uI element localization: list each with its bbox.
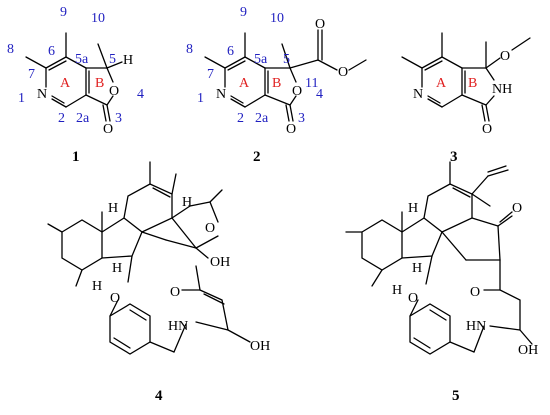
c2-atom-o-ester2: O [338,65,348,80]
c2-num-2: 2 [237,111,244,126]
c2-num-1: 1 [197,91,204,106]
c1-num-6: 6 [48,44,55,59]
c2-atom-o-ring: O [292,84,302,99]
c3-atom-o-methoxy: O [500,49,510,64]
c1-atom-o-ring: O [109,84,119,99]
c1-num-3: 3 [115,111,122,126]
compound-2-structure: 9 10 8 6 5a 5 7 4 1 2 2a 3 11 A B N O O … [186,5,367,165]
c2-num-3: 3 [298,111,305,126]
compound-5-label: 5 [452,388,460,404]
c2-atom-o-carbonyl: O [286,122,296,137]
c1-num-10: 10 [91,11,105,26]
c1-ring-a: A [60,76,71,91]
c1-num-5a: 5a [75,52,89,67]
c4-atom-o-ring: O [205,221,215,236]
c1-ring-b: B [95,76,104,91]
c2-num-5a: 5a [254,52,268,67]
compound-4-label: 4 [155,388,163,404]
c4-atom-h1: H [108,201,118,216]
c2-num-7: 7 [207,67,214,82]
c1-num-1: 1 [18,91,25,106]
c4-atom-h2: H [112,261,122,276]
compound-4-structure: O OH O O HN OH H H H H 4 [47,161,270,404]
c5-atom-h3: H [392,283,402,298]
c1-num-8: 8 [7,42,14,57]
c4-atom-h3: H [92,279,102,294]
c5-atom-o-ether: O [408,291,418,306]
c2-atom-o-ester1: O [315,17,325,32]
c3-ring-b: B [468,76,477,91]
c5-atom-hn: HN [466,319,486,334]
c1-num-7: 7 [28,67,35,82]
c5-atom-o-ketone: O [512,201,522,216]
c4-atom-o-amide: O [170,285,180,300]
c2-num-11: 11 [305,76,318,91]
c2-num-4: 4 [316,87,323,102]
c1-num-4: 4 [137,87,144,102]
c5-atom-o-amide: O [470,285,480,300]
compound-5-structure: O O O HN OH H H H 5 [345,161,538,404]
c2-num-9: 9 [240,5,247,20]
c1-atom-n: N [37,87,47,102]
c5-atom-h2: H [412,261,422,276]
c2-ring-a: A [239,76,250,91]
compound-3-label: 3 [450,149,458,165]
c2-num-6: 6 [227,44,234,59]
c3-atom-n: N [413,87,423,102]
compound-2-label: 2 [253,149,261,165]
c1-num-2a: 2a [76,111,90,126]
c4-atom-oh1: OH [210,255,230,270]
c5-atom-oh: OH [518,343,538,358]
c4-atom-h4: H [182,195,192,210]
c2-num-8: 8 [186,42,193,57]
compound-1-label: 1 [72,149,80,165]
c1-num-5: 5 [109,52,116,67]
c5-atom-h1: H [408,201,418,216]
c2-ring-b: B [272,76,281,91]
compound-3-structure: A B N O NH O 3 [401,32,531,165]
c1-atom-o-carbonyl: O [103,122,113,137]
c1-num-2: 2 [58,111,65,126]
c2-num-10: 10 [270,11,284,26]
c1-atom-h: H [123,53,133,68]
c3-ring-a: A [436,76,447,91]
c4-atom-hn: HN [168,319,188,334]
c2-num-2a: 2a [255,111,269,126]
compound-1-structure: 9 10 8 6 5a 5 7 4 1 2 2a 3 A B N O O H 1 [7,5,144,165]
c4-atom-o-ether: O [110,291,120,306]
c4-atom-oh2: OH [250,339,270,354]
c2-num-5: 5 [283,52,290,67]
c2-atom-n: N [216,87,226,102]
c3-atom-o-carbonyl: O [482,122,492,137]
c3-atom-nh: NH [492,82,512,97]
c1-num-9: 9 [60,5,67,20]
